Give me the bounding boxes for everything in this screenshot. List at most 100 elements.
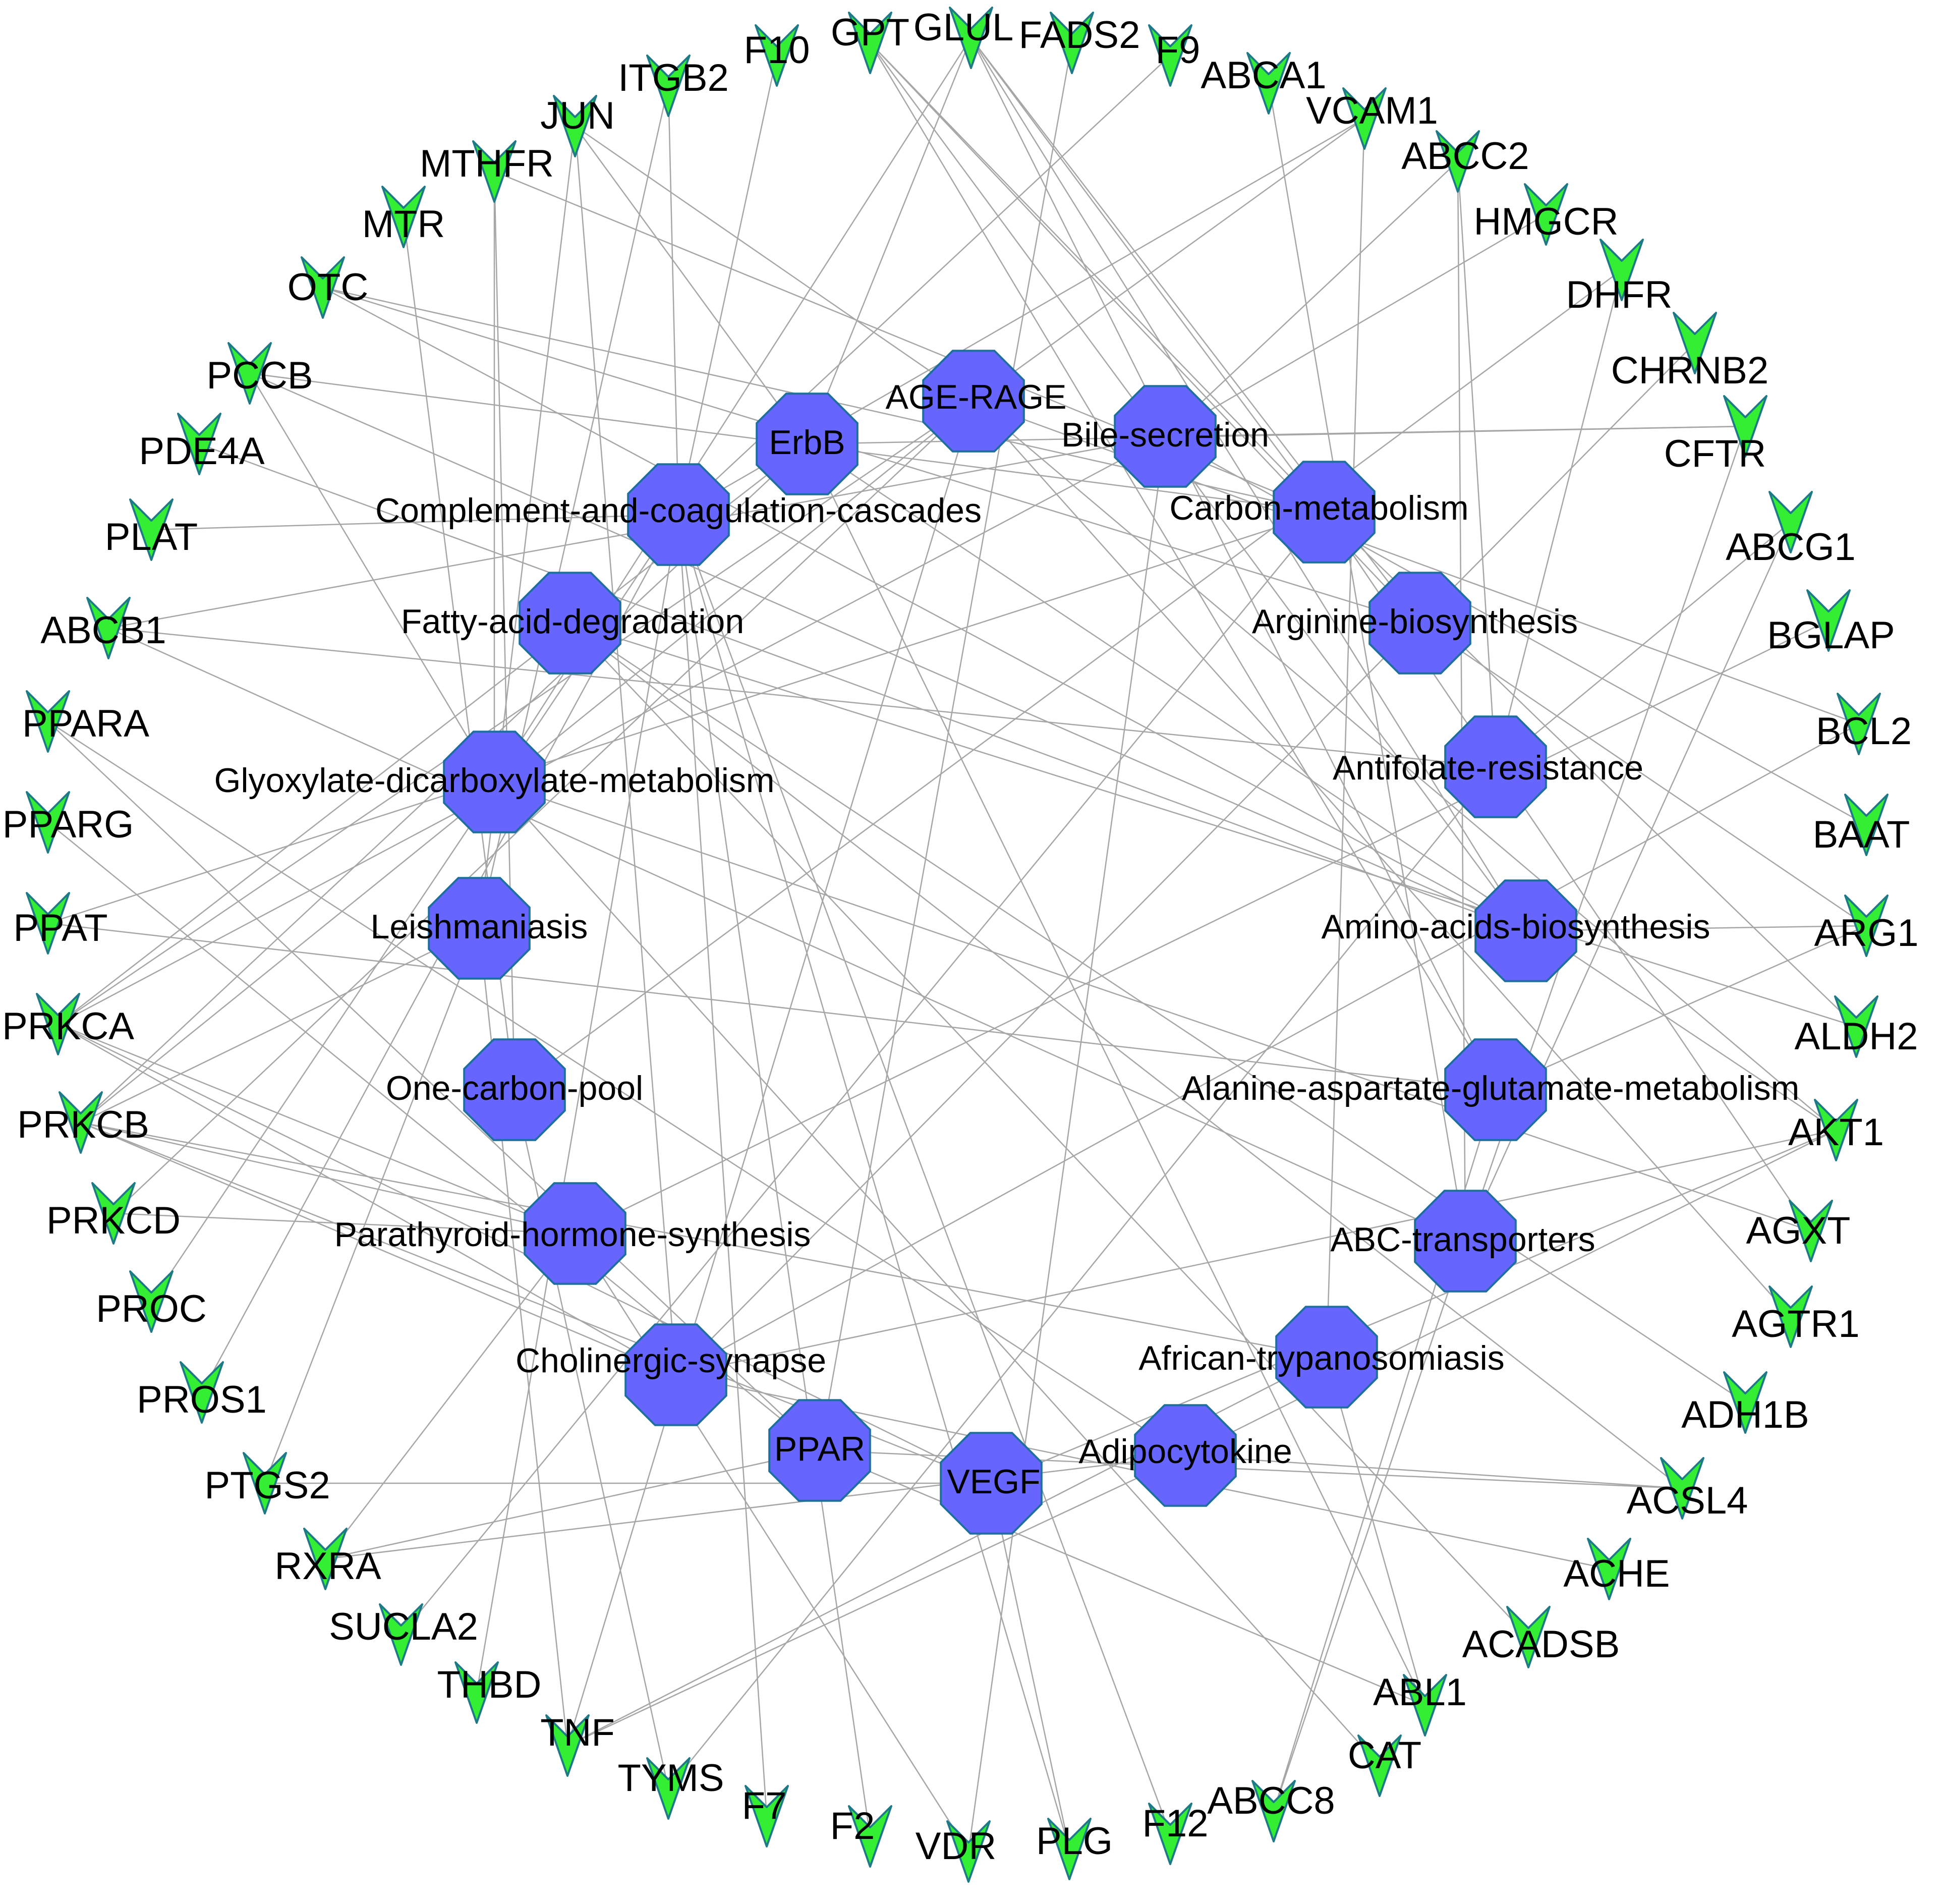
gene-label: DHFR [1566,273,1672,316]
gene-node-prkca[interactable]: PRKCA [2,993,134,1055]
pathway-label: VEGF [947,1463,1040,1501]
pathway-node-antifolate[interactable]: Antifolate-resistance [1333,715,1643,818]
gene-node-tyms[interactable]: TYMS [617,1757,724,1820]
gene-node-chrnb2[interactable]: CHRNB2 [1611,312,1769,392]
gene-node-fads2[interactable]: FADS2 [1019,12,1140,74]
pathway-node-complement[interactable]: Complement-and-coagulation-cascades [375,463,982,566]
gene-node-otc[interactable]: OTC [288,256,368,319]
gene-node-f7[interactable]: F7 [742,1784,789,1847]
gene-node-abcc8[interactable]: ABCC8 [1207,1779,1335,1842]
gene-node-jun[interactable]: JUN [540,94,615,157]
gene-node-proc[interactable]: PROC [96,1270,207,1333]
gene-node-mtr[interactable]: MTR [362,186,445,248]
pathway-node-arginine[interactable]: Arginine-biosynthesis [1252,572,1578,675]
gene-node-plat[interactable]: PLAT [105,498,198,561]
pathway-node-ppar[interactable]: PPAR [768,1399,871,1502]
pathway-node-fattyacid[interactable]: Fatty-acid-degradation [401,572,744,675]
pathway-node-african[interactable]: African-trypanosomiasis [1138,1306,1505,1409]
pathway-node-erbb[interactable]: ErbB [756,393,859,495]
gene-node-vcam1[interactable]: VCAM1 [1306,87,1438,150]
gene-node-aldh2[interactable]: ALDH2 [1795,995,1918,1058]
gene-node-pros1[interactable]: PROS1 [137,1361,267,1424]
pathway-node-glyoxylate[interactable]: Glyoxylate-dicarboxylate-metabolism [214,731,775,833]
edge-arginine-otc [322,287,1420,624]
gene-node-tnf[interactable]: TNF [540,1711,615,1777]
gene-node-ache[interactable]: ACHE [1563,1538,1670,1600]
gene-node-thbd[interactable]: THBD [437,1661,542,1724]
pathway-node-abc[interactable]: ABC-transporters [1330,1190,1595,1293]
gene-node-arg1[interactable]: ARG1 [1814,894,1919,957]
gene-node-itgb2[interactable]: ITGB2 [618,54,729,117]
gene-node-abcg1[interactable]: ABCG1 [1726,491,1856,569]
pathway-node-age-rage[interactable]: AGE-RAGE [886,350,1067,453]
gene-node-abcb1[interactable]: ABCB1 [40,597,166,659]
gene-node-baat[interactable]: BAAT [1813,794,1910,856]
gene-node-ppara[interactable]: PPARA [22,690,149,753]
edge-amino-arg1 [1525,925,1867,932]
pathway-octagon [1474,879,1577,982]
edge-adipocytokine-tnf [567,1454,1186,1747]
gene-node-sucla2[interactable]: SUCLA2 [329,1603,478,1666]
gene-node-abl1[interactable]: ABL1 [1373,1671,1467,1737]
pathway-octagon [940,1432,1043,1535]
gene-node-f10[interactable]: F10 [744,24,810,87]
gene-node-plg[interactable]: PLG [1036,1818,1113,1880]
gene-node-prkcd[interactable]: PRKCD [46,1182,181,1245]
edge-age-rage-agtr1 [973,401,1791,1317]
gene-node-f9[interactable]: F9 [1148,24,1200,87]
edge-complement-f10 [677,55,778,515]
gene-node-vdr[interactable]: VDR [916,1820,996,1883]
pathway-node-adipocytokine[interactable]: Adipocytokine [1078,1404,1292,1507]
pathway-node-amino[interactable]: Amino-acids-biosynthesis [1322,879,1710,982]
edge-cholinergic-prkcb [80,1122,676,1376]
pathway-node-bile[interactable]: Bile-secretion [1061,385,1269,488]
gene-node-abcc2[interactable]: ABCC2 [1401,130,1529,193]
gene-node-ptgs2[interactable]: PTGS2 [204,1452,330,1515]
gene-node-glul[interactable]: GLUL [913,6,1014,69]
gene-label: F10 [744,29,810,72]
pathway-node-leishmaniasis[interactable]: Leishmaniasis [371,877,588,980]
gene-node-cftr[interactable]: CFTR [1664,395,1767,475]
gene-node-adh1b[interactable]: ADH1B [1681,1371,1809,1436]
edge-alanine-gpt [869,42,1497,1090]
gene-node-abca1[interactable]: ABCA1 [1201,52,1327,115]
pathway-node-onecarbon[interactable]: One-carbon-pool [386,1038,643,1141]
gene-node-acadsb[interactable]: ACADSB [1462,1606,1620,1668]
gene-node-cat[interactable]: CAT [1348,1734,1421,1797]
gene-node-f2[interactable]: F2 [830,1805,892,1868]
edge-amino-otc [322,287,1526,932]
gene-node-bcl2[interactable]: BCL2 [1816,693,1912,755]
gene-node-ppat[interactable]: PPAT [13,892,108,955]
pathway-octagon [1444,1038,1547,1141]
gene-node-akt1[interactable]: AKT1 [1788,1099,1884,1161]
gene-node-hmgcr[interactable]: HMGCR [1473,183,1619,246]
gene-node-pde4a[interactable]: PDE4A [139,413,265,475]
gene-node-rxra[interactable]: RXRA [274,1528,381,1590]
pathway-node-vegf[interactable]: VEGF [940,1432,1043,1535]
gene-node-dhfr[interactable]: DHFR [1566,239,1673,316]
gene-node-f12[interactable]: F12 [1143,1802,1209,1865]
gene-node-gpt[interactable]: GPT [831,11,909,74]
gene-label: SUCLA2 [329,1605,478,1648]
gene-label: PCCB [206,354,313,397]
gene-node-prkcb[interactable]: PRKCB [17,1091,149,1154]
gene-node-bglap[interactable]: BGLAP [1767,589,1895,657]
pathway-node-carbon[interactable]: Carbon-metabolism [1169,461,1469,564]
gene-node-agxt[interactable]: AGXT [1746,1200,1851,1262]
edge-fattyacid-adh1b [569,622,1746,1404]
gene-node-acsl4[interactable]: ACSL4 [1627,1457,1748,1522]
gene-node-agtr1[interactable]: AGTR1 [1732,1285,1860,1348]
pathway-node-cholinergic[interactable]: Cholinergic-synapse [516,1323,826,1426]
pathway-node-alanine[interactable]: Alanine-aspartate-glutamate-metabolism [1182,1038,1800,1141]
gene-label: TNF [540,1711,615,1754]
gene-arrowhead [1148,1803,1192,1865]
edge-age-rage-akt1 [973,401,1837,1131]
pathway-octagon [463,1038,566,1141]
gene-node-pparg[interactable]: PPARG [3,791,134,854]
gene-node-pccb[interactable]: PCCB [206,342,313,405]
gene-arrowhead [1768,1285,1813,1348]
gene-node-mthfr[interactable]: MTHFR [420,140,554,203]
edge-alanine-arg1 [1495,925,1867,1091]
pathway-node-parathyroid[interactable]: Parathyroid-hormone-synthesis [334,1182,811,1285]
